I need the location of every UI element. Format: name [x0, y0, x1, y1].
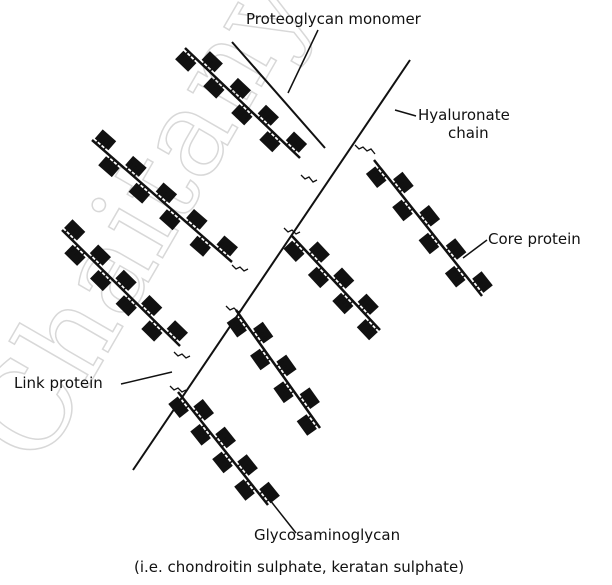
label-proteoglycan-monomer: Proteoglycan monomer	[246, 12, 421, 27]
label-core-protein: Core protein	[488, 232, 581, 247]
label-hyaluronate-chain-line1: Hyaluronate	[418, 108, 510, 123]
core-protein-axis	[292, 236, 380, 330]
link-protein-zigzag	[355, 145, 375, 154]
link-protein-zigzag	[301, 175, 317, 182]
core-protein-axis	[236, 310, 320, 428]
link-protein-zigzag	[170, 386, 186, 392]
label-glycosaminoglycan: Glycosaminoglycan	[254, 528, 400, 543]
link-protein-zigzag	[226, 306, 242, 312]
label-hyaluronate-chain-line2: chain	[448, 126, 489, 141]
hyaluronate-pointer	[395, 110, 416, 116]
label-link-protein: Link protein	[14, 376, 103, 391]
core-protein-pointer	[463, 240, 487, 258]
link-protein-zigzag	[174, 352, 190, 358]
label-glycosaminoglycan-examples: (i.e. chondroitin sulphate, keratan sulp…	[134, 560, 464, 575]
link-protein-zigzag	[232, 265, 248, 271]
